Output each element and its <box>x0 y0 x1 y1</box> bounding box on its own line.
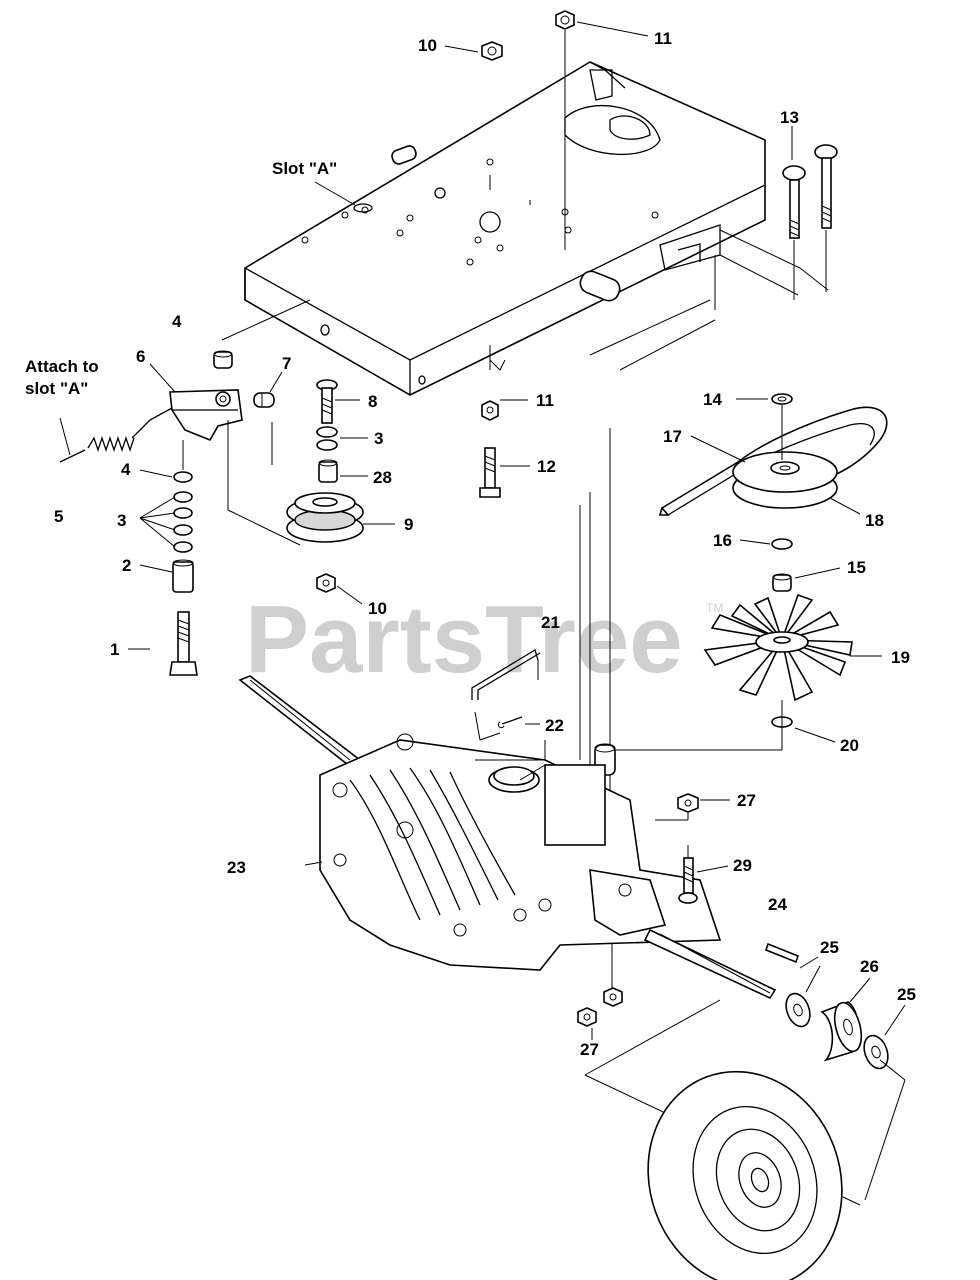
part-29-bolt <box>678 845 698 904</box>
part-stack-left <box>169 440 198 676</box>
callout-25: 25 <box>820 938 839 957</box>
note-slot-a: Slot "A" <box>272 159 337 178</box>
part-23-transaxle <box>238 675 777 1000</box>
part-26-spacer <box>820 1001 863 1062</box>
callout-14: 14 <box>703 390 722 409</box>
callout-11: 11 <box>536 391 554 410</box>
part-14-washer <box>771 393 793 405</box>
callout-4: 4 <box>121 460 131 479</box>
callout-9: 9 <box>404 515 413 534</box>
part-27-nut-upper <box>677 793 699 813</box>
callout-1: 1 <box>110 640 119 659</box>
part-6-bracket <box>169 389 243 442</box>
callout-8: 8 <box>368 392 377 411</box>
callout-19: 19 <box>891 648 910 667</box>
callout-23: 23 <box>227 858 246 877</box>
callout-10: 10 <box>418 36 437 55</box>
callout-18: 18 <box>865 511 884 530</box>
callout-5: 5 <box>54 507 63 526</box>
part-4-spacer-upper <box>213 350 233 369</box>
callout-24: 24 <box>768 895 787 914</box>
note-attach-line1: Attach to <box>25 357 99 376</box>
part-7-plug <box>253 392 275 408</box>
part-24-key <box>765 942 799 964</box>
note-attach-line2: slot "A" <box>25 379 88 398</box>
callout-29: 29 <box>733 856 752 875</box>
callout-3: 3 <box>117 511 126 530</box>
part-5-spring <box>59 407 173 463</box>
callout-15: 15 <box>847 558 866 577</box>
callout-25: 25 <box>897 985 916 1004</box>
callout-26: 26 <box>860 957 879 976</box>
callout-12: 12 <box>537 457 556 476</box>
callout-17: 17 <box>663 427 682 446</box>
watermark-brand: PartsTree <box>245 586 683 693</box>
part-11-nut-top <box>555 10 575 30</box>
callout-20: 20 <box>840 736 859 755</box>
frame-plate <box>244 61 829 396</box>
part-10-nut-top <box>481 41 503 61</box>
callout-13: 13 <box>780 108 799 127</box>
part-21-rod <box>471 649 541 700</box>
callout-6: 6 <box>136 347 145 366</box>
callout-21: 21 <box>541 613 560 632</box>
callout-7: 7 <box>282 354 291 373</box>
callout-11: 11 <box>654 29 672 48</box>
callout-10: 10 <box>368 599 387 618</box>
callout-16: 16 <box>713 531 732 550</box>
part-9-pulley <box>286 492 364 543</box>
part-16-washer <box>771 538 793 550</box>
callout-3: 3 <box>374 429 383 448</box>
part-10-nut-lower <box>316 573 336 593</box>
wheel-tire <box>584 999 906 1280</box>
callout-27: 27 <box>580 1040 599 1059</box>
watermark-trademark: TM <box>706 601 723 615</box>
callout-4: 4 <box>172 312 182 331</box>
part-25-washer-inner <box>785 992 811 1028</box>
part-27-nut-lower <box>577 987 623 1027</box>
part-13-bolts <box>782 144 838 300</box>
part-25-washer-outer <box>863 1034 889 1070</box>
callout-28: 28 <box>373 468 392 487</box>
part-18-pulley <box>732 451 838 509</box>
part-19-fan <box>703 593 853 702</box>
part-11-12-bolt <box>479 400 501 498</box>
part-15-hub <box>772 573 792 592</box>
callout-2: 2 <box>122 556 131 575</box>
part-stack-center <box>316 379 338 483</box>
callout-22: 22 <box>545 716 564 735</box>
part-22-pin <box>497 716 523 729</box>
callout-27: 27 <box>737 791 756 810</box>
